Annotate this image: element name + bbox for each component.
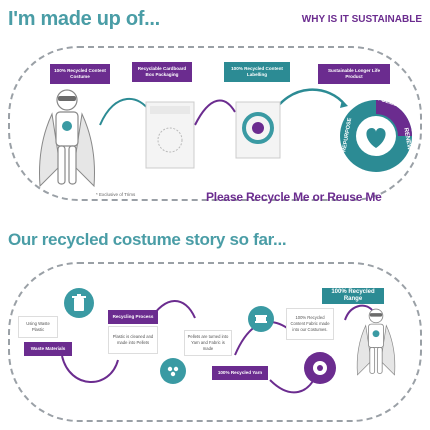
sustainable-heading: WHY IS IT SUSTAINABLE bbox=[301, 14, 422, 25]
box-packaging-icon bbox=[145, 101, 195, 169]
story-title: Our recycled costume story so far... bbox=[8, 230, 287, 249]
recycle-bin-icon bbox=[64, 288, 94, 318]
step-recycling-process: Recycling Process bbox=[108, 310, 158, 324]
step-recycled-yarn: 100% Recycled Yarn bbox=[212, 366, 268, 380]
tag-cardboard-box: Recyclable Cardboard Box Packaging bbox=[132, 62, 192, 82]
superhero-figure-small-icon bbox=[356, 308, 396, 376]
superhero-figure-icon bbox=[39, 89, 95, 188]
tag-recycled-costume: 100% Recycled Content Costume bbox=[50, 64, 110, 84]
tag-recycled-labelling: 100% Recycled Content Labelling bbox=[224, 62, 290, 82]
recycled-label-icon bbox=[235, 101, 281, 159]
footnote: * Exclusive of Trims bbox=[96, 192, 136, 197]
pellets-icon bbox=[160, 358, 186, 384]
spool-icon bbox=[248, 306, 274, 332]
step-recycled-range: 100% Recycled Range bbox=[322, 288, 384, 304]
step-using-waste: Using Waste Plastic bbox=[18, 316, 58, 338]
step-pellets-turned: Pellets are turned into Yarn and Fabric … bbox=[184, 330, 232, 356]
recycle-callout: Please Recycle Me or Reuse Me bbox=[206, 190, 382, 204]
step-plastic-cleaned: Plastic is cleaned and made into Pellets bbox=[108, 326, 158, 354]
fabric-icon bbox=[304, 352, 336, 384]
step-waste-materials: Waste Materials bbox=[24, 342, 72, 356]
top-section-frame bbox=[8, 46, 422, 201]
story-frame bbox=[8, 262, 422, 422]
page-title: I'm made up of... bbox=[8, 8, 160, 30]
tag-longer-life: Sustainable Longer Life Product bbox=[318, 64, 390, 84]
step-recycled-content: 100% Recycled Content Fabric made into o… bbox=[286, 308, 334, 340]
recycle-circle-icon bbox=[340, 100, 412, 172]
